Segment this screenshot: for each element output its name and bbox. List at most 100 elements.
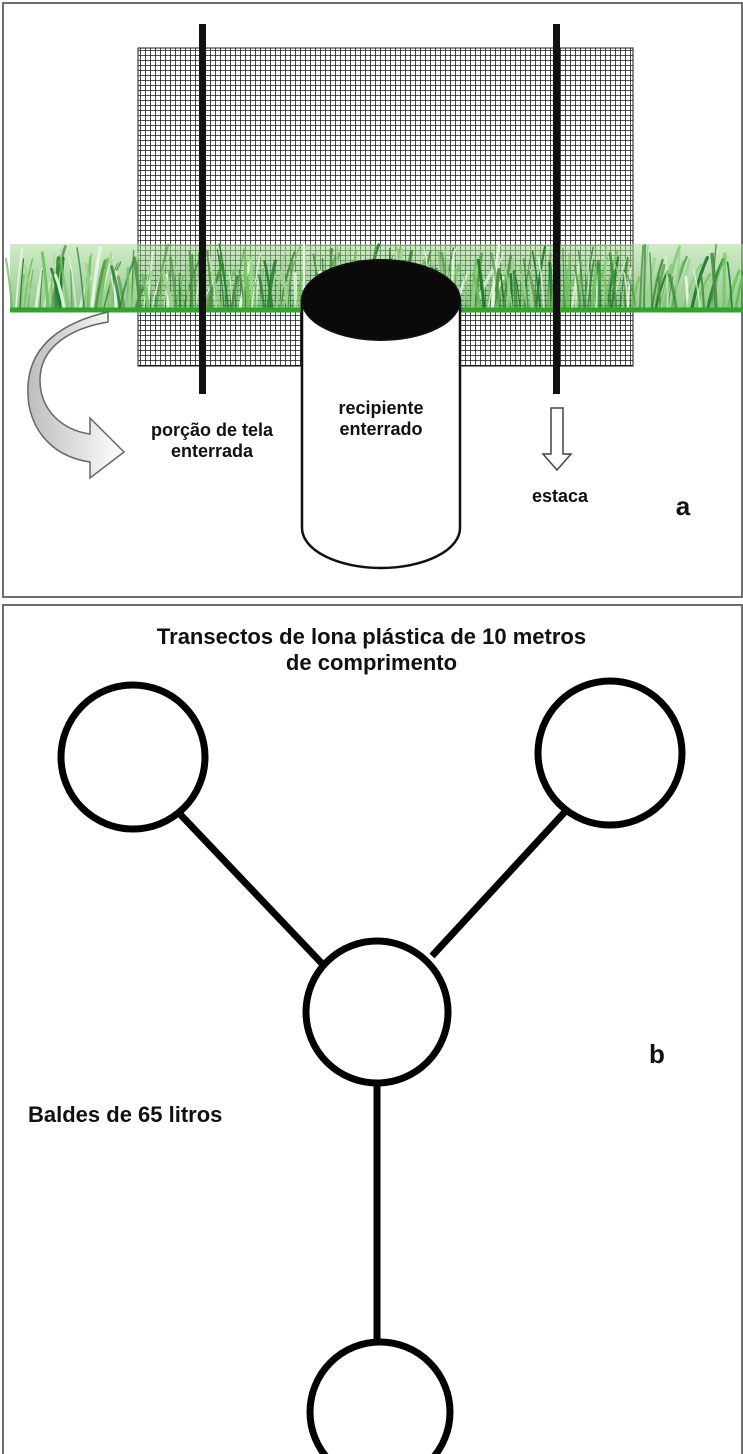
grass-blade xyxy=(710,252,718,310)
grass-blade xyxy=(522,257,529,309)
grass-blade xyxy=(94,259,107,310)
grass-blade xyxy=(293,272,298,310)
grass-blade xyxy=(664,254,669,309)
grass-blade xyxy=(249,257,254,310)
grass-blade xyxy=(734,274,743,310)
grass-blade xyxy=(131,252,140,309)
grass-blade xyxy=(650,258,664,310)
grass-blade xyxy=(218,243,229,309)
stake-left xyxy=(199,24,206,394)
grass-blade xyxy=(512,269,518,310)
grass-blade xyxy=(603,250,619,309)
grass-blade xyxy=(42,262,58,310)
grass-blade xyxy=(531,250,541,309)
grass-blade xyxy=(711,259,724,309)
grass-blade xyxy=(657,275,661,309)
grass-blade xyxy=(280,271,290,310)
transect-right xyxy=(429,799,577,959)
panel-letter-b: b xyxy=(649,1039,665,1069)
grass-blade xyxy=(39,269,44,309)
grass-blade xyxy=(639,244,645,309)
grass-blade xyxy=(90,245,103,310)
panel-a-illustration xyxy=(4,24,743,570)
grass-blade xyxy=(68,256,77,309)
grass-blade xyxy=(178,272,185,309)
grass-blade xyxy=(573,265,581,309)
grass-blade xyxy=(523,255,532,309)
grass-blade xyxy=(692,268,701,309)
label-buried-net: porção de tela enterrada xyxy=(150,420,274,461)
grass-blade xyxy=(690,256,709,310)
grass-blade xyxy=(726,269,741,310)
grass-blade xyxy=(577,249,585,309)
grass-blade xyxy=(209,268,222,310)
grass-blade xyxy=(659,263,672,309)
grass-blade xyxy=(287,261,294,309)
grass-blade xyxy=(537,257,545,309)
grass-blade xyxy=(489,252,502,310)
stake-right xyxy=(553,24,560,394)
grass-blade xyxy=(140,273,150,310)
panel-b-title: Transectos de lona plástica de 10 metros… xyxy=(156,624,587,675)
grass-blade xyxy=(154,243,170,310)
label-buried-container: recipiente enterrado xyxy=(338,398,424,439)
grass-blade xyxy=(242,250,250,310)
grass-blade xyxy=(474,252,483,310)
grass-blade xyxy=(24,265,33,309)
grass-blade xyxy=(567,252,571,309)
grass-blade xyxy=(76,247,85,309)
panel-b-trap-layout: Transectos de lona plástica de 10 metros… xyxy=(0,604,743,1454)
grass-blade xyxy=(630,276,641,310)
grass-blade xyxy=(216,248,225,309)
transect-left xyxy=(175,809,333,975)
grass-blade xyxy=(678,258,691,310)
down-arrow-icon xyxy=(541,407,573,472)
grass-blade xyxy=(476,258,486,310)
buried-container xyxy=(300,259,462,570)
grass-blade xyxy=(4,257,14,310)
grass-blade xyxy=(614,264,625,309)
grass-blade xyxy=(230,275,239,310)
grass-blade xyxy=(40,251,50,310)
curved-arrow-icon xyxy=(27,311,126,480)
grass-blade xyxy=(726,261,733,309)
grass-blade xyxy=(275,250,287,309)
grass-blade xyxy=(59,260,70,310)
grass-blade xyxy=(686,266,701,310)
grass-blade xyxy=(98,257,110,310)
grass-blade xyxy=(69,269,73,309)
grass-blade xyxy=(515,277,521,309)
grass-blade xyxy=(15,247,24,309)
grass-blade xyxy=(502,262,513,309)
grass-blade xyxy=(562,247,565,309)
grass-blade xyxy=(722,252,727,310)
grass-blade xyxy=(649,252,653,309)
panel-b-diagram xyxy=(57,677,686,1454)
grass-blade xyxy=(252,265,257,309)
panel-letter-a: a xyxy=(675,491,691,521)
grass-blade xyxy=(251,252,262,309)
bucket-top-left xyxy=(57,681,209,833)
grass-blade xyxy=(27,269,34,309)
grass-blade xyxy=(626,275,637,309)
grass-blade xyxy=(534,245,547,310)
grass-blade xyxy=(132,256,142,310)
grass-blade xyxy=(188,250,194,310)
label-buckets: Baldes de 65 litros xyxy=(28,1102,223,1127)
grass-blade xyxy=(587,259,595,309)
grass-blade xyxy=(527,270,538,310)
panel-a-pitfall-detail: porção de tela enterrada recipiente ente… xyxy=(0,0,743,600)
grass-blade xyxy=(596,259,602,310)
grass-blade xyxy=(667,273,678,310)
grass-blade xyxy=(110,265,122,310)
grass-blade xyxy=(700,274,705,309)
grass-blade xyxy=(298,270,303,310)
grass-blade xyxy=(643,244,647,309)
bucket-center xyxy=(302,937,452,1087)
grass-blade xyxy=(19,258,25,309)
grass-blade xyxy=(266,259,277,310)
grass-blade xyxy=(53,273,66,310)
label-stake: estaca xyxy=(531,486,589,506)
grass-blade xyxy=(148,265,153,309)
grass-blade xyxy=(463,273,469,309)
